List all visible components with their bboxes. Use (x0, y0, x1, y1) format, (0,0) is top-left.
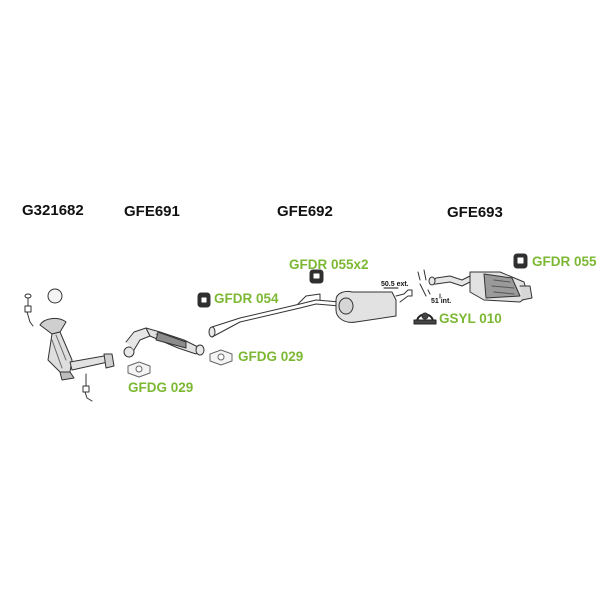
clamp-icon (413, 312, 437, 325)
part-label-middle-silencer: GFE692 (277, 203, 333, 220)
part-label-front-pipe: GFE691 (124, 203, 180, 220)
dimension-int-label: 51 int. (431, 298, 452, 305)
dimension-ext-label: 50.5 ext. (381, 281, 409, 288)
rubber-mount-front (197, 292, 211, 308)
part-label-catalyst: G321682 (22, 202, 84, 219)
accessory-label-clamp: GSYL 010 (439, 311, 502, 326)
gasket-icon-middle (209, 349, 233, 366)
sensor-ring (47, 288, 63, 304)
part-label-rear-silencer: GFE693 (447, 204, 503, 221)
accessory-label-gasket-front: GFDG 029 (128, 380, 194, 395)
accessory-label-gasket-middle: GFDG 029 (238, 349, 304, 364)
dimension-marks (383, 269, 441, 299)
gasket-icon-front (127, 361, 151, 378)
rear-silencer (428, 271, 533, 303)
accessory-label-rubber-middle: GFDR 055x2 (289, 257, 369, 272)
front-pipe (123, 327, 205, 358)
lambda-sensor-lower (82, 373, 93, 402)
accessory-label-rubber-rear: GFDR 055 (532, 254, 597, 269)
accessory-label-rubber-front: GFDR 054 (214, 291, 279, 306)
rubber-mount-middle (309, 269, 324, 284)
catalytic-converter (39, 317, 115, 381)
lambda-sensor-upper (24, 293, 34, 327)
middle-silencer-pipe (208, 289, 413, 338)
rubber-mount-rear (513, 253, 528, 269)
